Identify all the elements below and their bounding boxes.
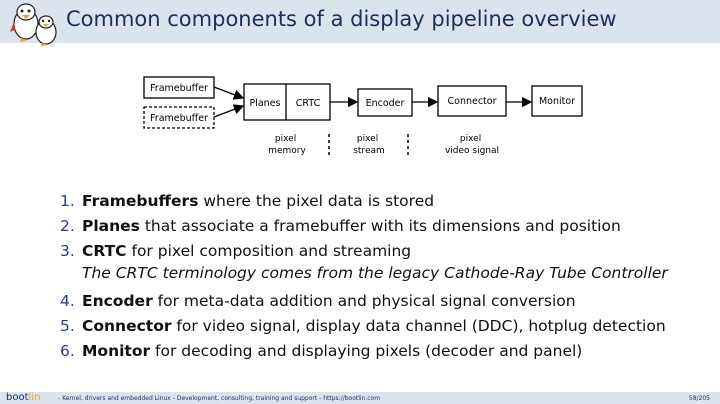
list-number: 3. bbox=[60, 242, 75, 260]
penguin-logo-icon bbox=[10, 3, 57, 46]
list-item: 4. Encoder for meta-data addition and phy… bbox=[60, 290, 668, 315]
arrow-fb2-planes bbox=[213, 104, 245, 118]
framebuffer-label-optional: Framebuffer bbox=[150, 113, 208, 124]
planes-label: Planes bbox=[249, 98, 280, 109]
list-term: Connector bbox=[82, 317, 172, 335]
framebuffer-label: Framebuffer bbox=[150, 83, 208, 94]
slide-footer: bootlin - Kernel, drivers and embedded L… bbox=[0, 392, 720, 404]
component-list: 1. Framebuffers where the pixel data is s… bbox=[60, 190, 668, 365]
crtc-label: CRTC bbox=[296, 98, 321, 109]
list-term: Encoder bbox=[82, 292, 153, 310]
list-number: 4. bbox=[60, 292, 75, 310]
list-text: for decoding and displaying pixels (deco… bbox=[150, 342, 583, 360]
page-number: 58/205 bbox=[688, 395, 710, 402]
stage-label-stream: pixel stream bbox=[353, 134, 385, 156]
list-subtext: The CRTC terminology comes from the lega… bbox=[82, 264, 668, 282]
list-number: 2. bbox=[60, 217, 75, 235]
list-term: CRTC bbox=[82, 242, 127, 260]
pipeline-diagram: Framebuffer Framebuffer Planes CRTC Enco… bbox=[143, 76, 583, 158]
list-item: 3. CRTC for pixel composition and streami… bbox=[60, 240, 668, 290]
list-item: 5. Connector for video signal, display da… bbox=[60, 315, 668, 340]
brand-logo: bootlin bbox=[6, 392, 41, 403]
list-item: 2. Planes that associate a framebuffer wi… bbox=[60, 215, 668, 240]
list-number: 6. bbox=[60, 342, 75, 360]
stage-label-signal: pixel video signal bbox=[445, 134, 499, 156]
encoder-label: Encoder bbox=[366, 98, 405, 109]
list-item: 6. Monitor for decoding and displaying pi… bbox=[60, 340, 668, 365]
list-text: for meta-data addition and physical sign… bbox=[152, 292, 576, 310]
list-text: for video signal, display data channel (… bbox=[171, 317, 666, 335]
framebuffer-box-optional bbox=[143, 106, 215, 129]
slide-header: Common components of a display pipeline … bbox=[0, 0, 720, 46]
list-term: Framebuffers bbox=[82, 192, 199, 210]
arrow-fb1-planes bbox=[213, 86, 245, 100]
list-item: 1. Framebuffers where the pixel data is s… bbox=[60, 190, 668, 215]
footer-text: - Kernel, drivers and embedded Linux - D… bbox=[58, 395, 381, 402]
list-text: that associate a framebuffer with its di… bbox=[139, 217, 621, 235]
list-number: 5. bbox=[60, 317, 75, 335]
connector-box bbox=[437, 85, 507, 117]
page-title: Common components of a display pipeline … bbox=[66, 7, 617, 31]
list-number: 1. bbox=[60, 192, 75, 210]
list-term: Planes bbox=[82, 217, 140, 235]
stage-label-memory: pixel memory bbox=[268, 134, 306, 156]
list-term: Monitor bbox=[82, 342, 151, 360]
monitor-box bbox=[531, 85, 583, 117]
list-text: for pixel composition and streaming bbox=[126, 242, 412, 260]
monitor-label: Monitor bbox=[539, 96, 575, 107]
list-text: where the pixel data is stored bbox=[198, 192, 435, 210]
connector-label: Connector bbox=[448, 96, 497, 107]
